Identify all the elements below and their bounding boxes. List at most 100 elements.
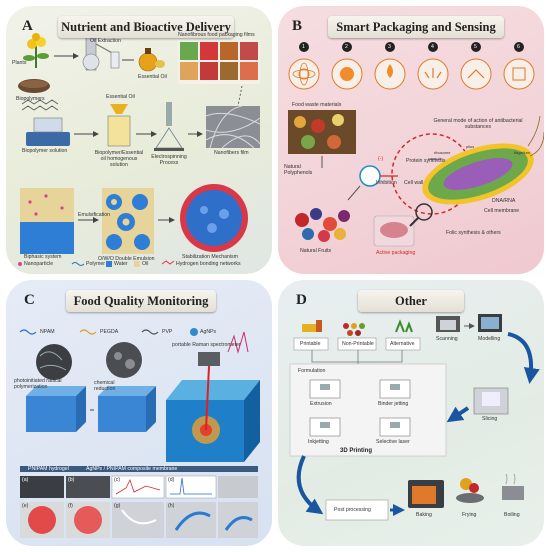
label-flagellum: flagellum xyxy=(514,150,531,155)
composite-cube xyxy=(166,380,260,462)
legend-oil-swatch xyxy=(134,261,140,267)
biopolymer-structure-icon xyxy=(21,99,59,111)
subfig-h: (h) xyxy=(168,503,175,509)
hydrogel-cube-1 xyxy=(26,386,86,432)
legend-nanoparticle: Nanoparticle xyxy=(24,261,54,267)
panel-d-title: Other xyxy=(358,290,464,312)
panel-a-letter: A xyxy=(22,18,33,34)
plants-icon xyxy=(23,33,49,68)
printable-food-icon xyxy=(302,324,316,332)
label-photo: photoinitiated radical polymerization xyxy=(14,378,62,390)
food-waste-photo xyxy=(288,110,356,154)
label-nanofibers-film: Nanofibers film xyxy=(214,150,249,156)
label-capsule: capsule xyxy=(428,156,442,161)
label-active-packaging: Active packaging xyxy=(376,250,416,256)
label-plants: Plants xyxy=(12,60,27,66)
non-printable-food-icon xyxy=(343,323,349,329)
label-inhibit-sign: (-) xyxy=(378,156,384,162)
label-ribosome: ribosome xyxy=(434,150,451,155)
label-inkjetting: Inkjetting xyxy=(308,439,329,445)
results-grid xyxy=(20,475,258,538)
legend-npam-swatch xyxy=(19,329,37,335)
panel-a-illustration xyxy=(18,33,261,267)
panel-quality-monitoring: C Food Quality Monitoring NPAM PEGDA PVP… xyxy=(6,280,272,546)
label-printable: Printable xyxy=(300,341,321,347)
legend-polymer: Polymer xyxy=(86,261,106,267)
boiling-icon xyxy=(502,473,524,500)
legend-pegda-swatch xyxy=(79,329,97,335)
legend-nanoparticle-swatch xyxy=(18,262,22,266)
raman-spectrometer-icon xyxy=(198,352,220,366)
extraction-apparatus-icon xyxy=(82,35,120,71)
label-cell-wall: Cell wall xyxy=(404,180,424,186)
panel-c-letter: C xyxy=(24,292,35,308)
legend-hbond: Hydrogen bonding networks xyxy=(176,261,241,267)
label-general-mode: General mode of action of antibacterial … xyxy=(433,118,523,130)
label-pilus: pilus xyxy=(466,144,475,149)
label-post: Post processing xyxy=(334,507,371,513)
legend-pvp-swatch xyxy=(141,329,159,335)
active-packaging-photo xyxy=(373,215,415,247)
oven-icon xyxy=(408,480,444,508)
label-dna: DNA/RNA xyxy=(492,198,516,204)
packaging-films-photo xyxy=(178,40,260,84)
panel-d-illustration xyxy=(289,314,540,521)
label-nanofibrous: Nanofibrous food packaging films xyxy=(178,32,255,38)
subfig-a: (a) xyxy=(22,477,29,483)
biphasic-system-icon xyxy=(20,188,74,254)
label-hydrogel: PNIPAM hydrogel xyxy=(28,466,69,472)
legend-hbond-swatch xyxy=(161,260,175,265)
panel-nutrient-delivery: A Nutrient and Bioactive Delivery Oil Ex… xyxy=(6,6,272,274)
subfig-g: (g) xyxy=(114,503,121,509)
label-biopolymers: Biopolymers xyxy=(16,96,45,102)
panel-b-letter: B xyxy=(292,18,303,34)
label-food-waste: Food waste materials xyxy=(292,102,342,108)
legend-water: Water xyxy=(114,261,128,267)
badge-1: 1 xyxy=(302,44,305,50)
label-biopolymer-solution: Biopolymer solution xyxy=(22,148,68,154)
label-natural-polyphenols: Natural Polyphenols xyxy=(284,164,313,176)
panel-b-illustration xyxy=(288,42,544,247)
badge-6: 6 xyxy=(517,44,520,50)
nanofiber-sem-image xyxy=(205,105,261,149)
post-processing-box xyxy=(325,499,389,521)
hydrogel-cube-2 xyxy=(98,386,156,432)
legend-pegda: PEGDA xyxy=(100,329,119,335)
hot-plate-icon xyxy=(26,117,70,146)
stabilization-droplet-icon xyxy=(180,184,248,252)
oil-bottle-icon xyxy=(138,48,165,72)
label-membrane: Cell membrane xyxy=(484,208,520,214)
label-natural-fruits: Natural Fruits xyxy=(300,248,332,254)
legend-agnps-swatch xyxy=(190,328,198,336)
subfig-f: (f) xyxy=(68,503,73,509)
label-selective: Selective laser xyxy=(376,439,410,445)
panel-c-illustration xyxy=(19,328,260,538)
biopolymer-source-icon xyxy=(18,79,50,93)
label-composite: AgNPs / PNIPAM composite membrane xyxy=(86,466,178,472)
subfig-d: (d) xyxy=(168,477,175,483)
legend-water-swatch xyxy=(106,261,112,267)
subfig-c: (c) xyxy=(114,477,121,483)
badge-4: 4 xyxy=(431,44,434,50)
label-scanning: Scanning xyxy=(436,336,458,342)
legend-npam: NPAM xyxy=(40,329,55,335)
label-oil-extraction: Oil Extraction xyxy=(90,38,121,44)
legend-pvp: PVP xyxy=(162,329,173,335)
sem-circle-2 xyxy=(106,342,142,378)
label-extrusion: Extrusion xyxy=(310,401,332,407)
bacterium-icon xyxy=(422,115,544,205)
badge-5: 5 xyxy=(474,44,477,50)
panel-b-title: Smart Packaging and Sensing xyxy=(328,16,504,38)
label-boiling: Boiling xyxy=(504,512,520,518)
panel-other: D Other Printable Non-Printable Alternat… xyxy=(278,280,544,546)
frying-icon xyxy=(456,478,484,503)
mixing-beaker-icon xyxy=(107,104,131,147)
label-emulsification: Emulsification xyxy=(78,212,111,218)
double-emulsion-icon xyxy=(102,188,154,254)
label-non-printable: Non-Printable xyxy=(342,341,374,347)
legend-agnps: AgNPs xyxy=(200,329,217,335)
label-biphasic: Biphasic system xyxy=(24,254,62,260)
label-essential-oil-2: Essential Oil xyxy=(106,94,135,100)
printer-icons xyxy=(309,379,411,437)
label-folic: Folic synthesis & others xyxy=(446,230,501,236)
